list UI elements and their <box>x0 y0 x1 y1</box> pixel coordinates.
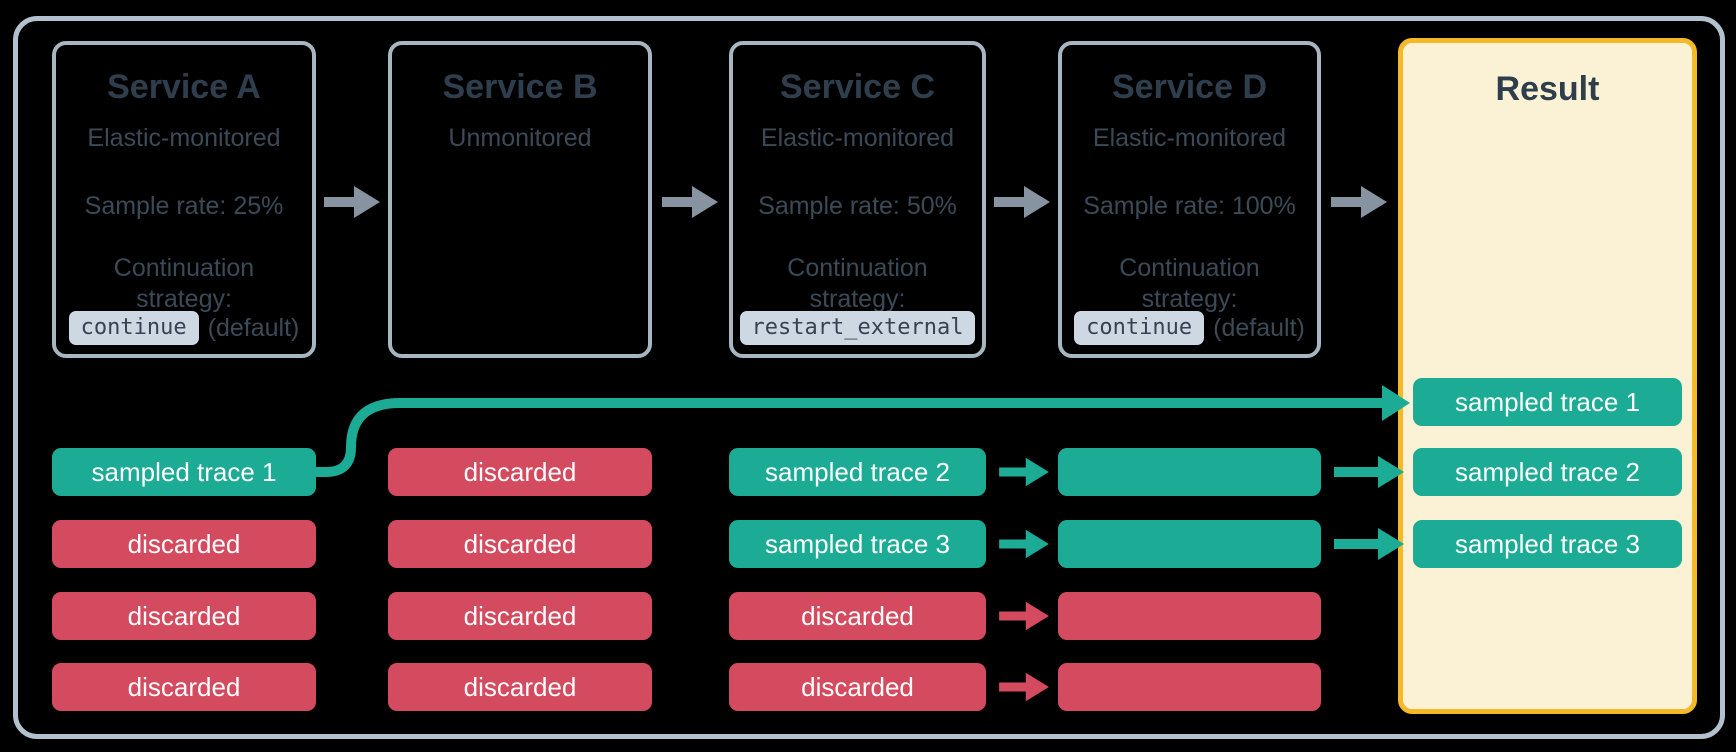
service-d-title: Service D <box>1112 68 1267 106</box>
service-d-continuation-label: Continuation strategy: <box>1119 254 1260 313</box>
result-chip-trace1: sampled trace 1 <box>1413 378 1682 426</box>
trace-chip-b-row1: discarded <box>388 448 652 496</box>
trace-bar-d-row1 <box>1058 448 1321 496</box>
trace-bar-d-row3 <box>1058 592 1321 640</box>
service-d-strategy-row: continue (default) <box>1062 311 1317 345</box>
result-chip-trace2: sampled trace 2 <box>1413 448 1682 496</box>
service-a-strategy-row: continue (default) <box>56 311 312 345</box>
flow-arrow-c-to-d-icon <box>994 184 1050 220</box>
trace-chip-a-row1: sampled trace 1 <box>52 448 316 496</box>
service-c-strategy-row: restart_external <box>733 311 982 345</box>
flow-arrow-b-to-c-icon <box>662 184 718 220</box>
trace-chip-b-row2: discarded <box>388 520 652 568</box>
trace-arrow-c-d-row1-icon <box>999 456 1049 488</box>
trace-chip-c-row2: sampled trace 3 <box>729 520 986 568</box>
service-a-title: Service A <box>107 68 261 106</box>
service-c-strategy-code-chip: restart_external <box>739 311 976 345</box>
service-box-c: Service C Elastic-monitored Sample rate:… <box>729 41 986 358</box>
service-box-d: Service D Elastic-monitored Sample rate:… <box>1058 41 1321 358</box>
trace-arrow-d-result-row2-icon <box>1334 526 1404 562</box>
trace-chip-b-row3: discarded <box>388 592 652 640</box>
service-a-continuation-label: Continuation strategy: <box>113 254 255 313</box>
service-b-subtitle: Unmonitored <box>448 124 592 152</box>
trace-arrow-c-d-row4-icon <box>999 671 1049 703</box>
service-b-title: Service B <box>442 68 598 106</box>
service-c-title: Service C <box>780 68 935 106</box>
trace-chip-c-row1: sampled trace 2 <box>729 448 986 496</box>
trace-chip-c-row3: discarded <box>729 592 986 640</box>
service-c-continuation-label: Continuation strategy: <box>787 254 928 313</box>
result-chip-trace3: sampled trace 3 <box>1413 520 1682 568</box>
service-d-strategy-default-note: (default) <box>1213 313 1305 342</box>
trace-bar-d-row4 <box>1058 663 1321 711</box>
trace-arrow-d-result-row1-icon <box>1334 454 1404 490</box>
trace-chip-b-row4: discarded <box>388 663 652 711</box>
service-d-sample-rate: Sample rate: 100% <box>1083 192 1296 220</box>
flow-arrow-a-to-b-icon <box>324 184 380 220</box>
trace-chip-a-row3: discarded <box>52 592 316 640</box>
service-a-sample-rate: Sample rate: 25% <box>84 192 284 220</box>
diagram-frame <box>13 16 1725 739</box>
flow-arrow-d-to-result-icon <box>1331 184 1387 220</box>
trace-chip-a-row4: discarded <box>52 663 316 711</box>
result-box: Result <box>1398 38 1697 714</box>
service-box-b: Service B Unmonitored <box>388 41 652 358</box>
trace-chip-c-row4: discarded <box>729 663 986 711</box>
service-box-a: Service A Elastic-monitored Sample rate:… <box>52 41 316 358</box>
trace-chip-a-row2: discarded <box>52 520 316 568</box>
service-a-strategy-default-note: (default) <box>207 313 300 342</box>
trace-arrow-c-d-row3-icon <box>999 600 1049 632</box>
service-d-subtitle: Elastic-monitored <box>1092 124 1287 152</box>
result-title: Result <box>1495 70 1600 108</box>
trace-bar-d-row2 <box>1058 520 1321 568</box>
service-d-strategy-code-chip: continue <box>1074 311 1205 345</box>
service-a-strategy-code-chip: continue <box>68 311 199 345</box>
service-a-subtitle: Elastic-monitored <box>87 124 281 152</box>
trace-arrow-c-d-row2-icon <box>999 528 1049 560</box>
service-c-sample-rate: Sample rate: 50% <box>758 192 957 220</box>
service-c-subtitle: Elastic-monitored <box>760 124 955 152</box>
